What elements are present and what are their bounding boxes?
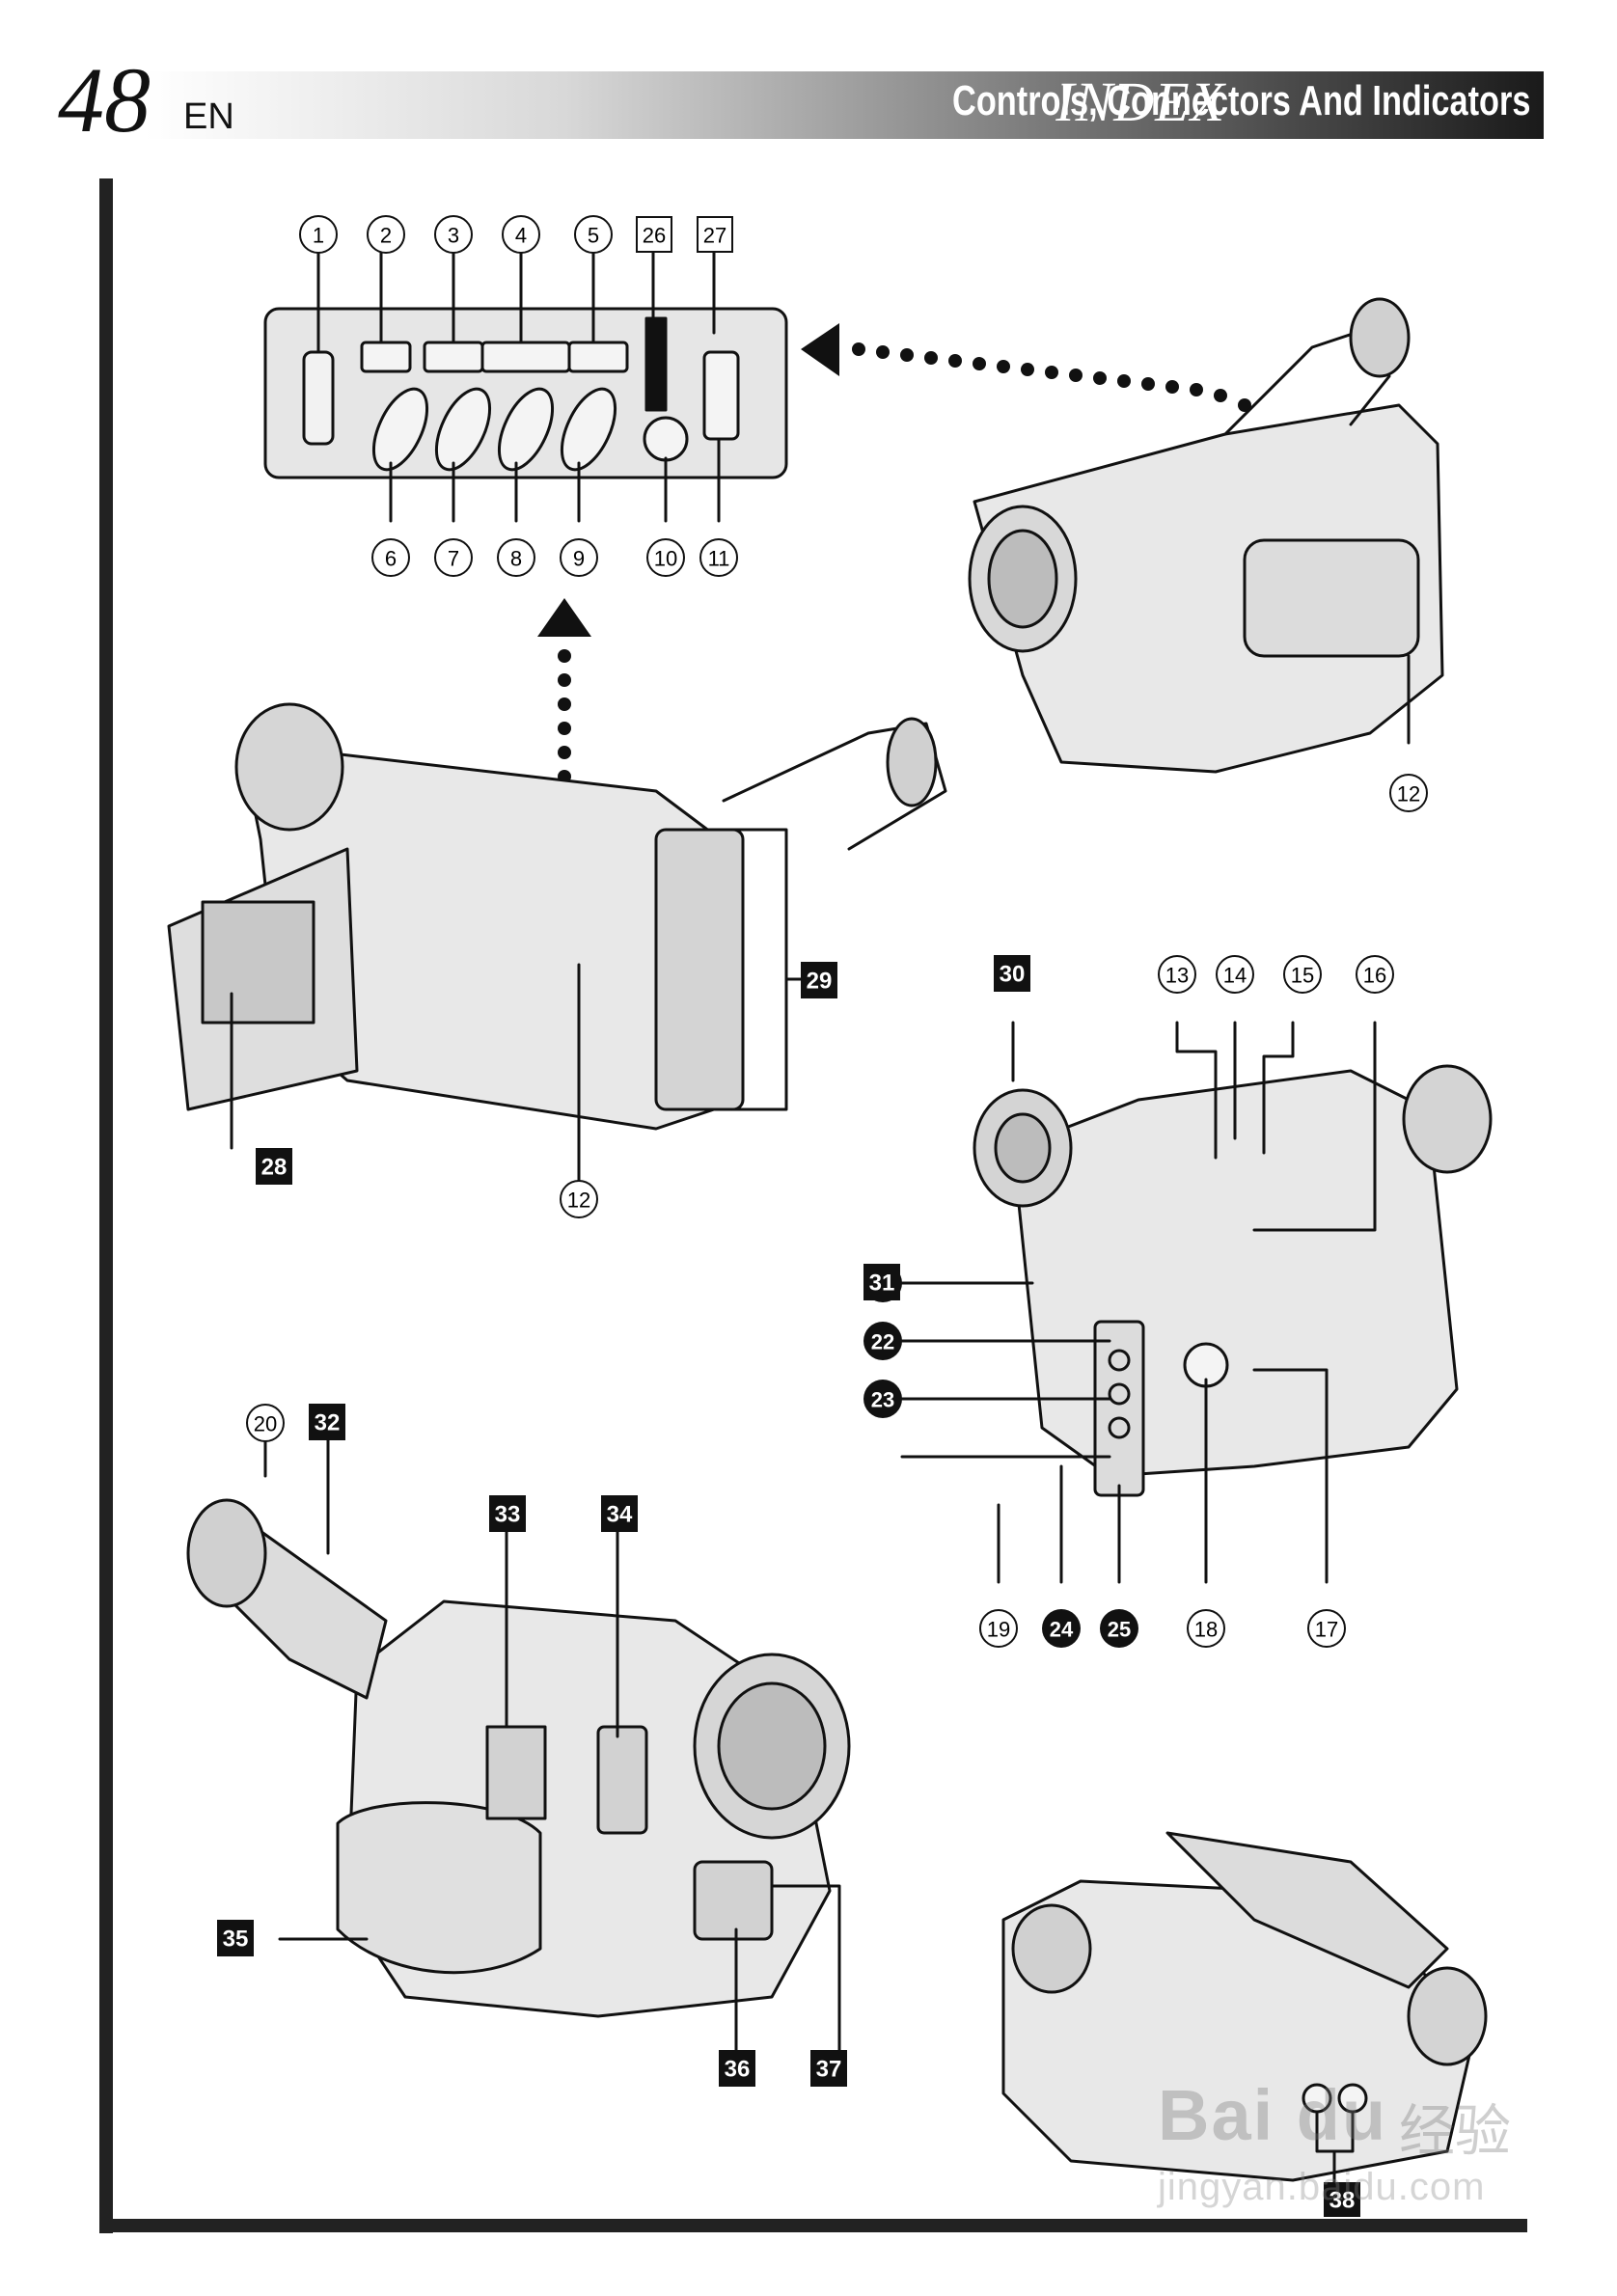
callout-3: 3 xyxy=(434,215,473,254)
callout-27: 27 xyxy=(697,216,733,253)
callout-35: 35 xyxy=(217,1920,254,1956)
svg-text:5: 5 xyxy=(588,224,599,248)
svg-text:31: 31 xyxy=(869,1271,895,1297)
callout-7: 7 xyxy=(434,538,473,577)
callout-13: 13 xyxy=(1158,955,1196,994)
svg-text:26: 26 xyxy=(643,224,666,248)
svg-text:3: 3 xyxy=(448,224,459,248)
camcorder-view-front xyxy=(186,1407,851,2052)
svg-text:7: 7 xyxy=(448,547,459,571)
callout-12-middle: 12 xyxy=(560,1180,598,1218)
svg-text:10: 10 xyxy=(654,547,677,571)
callout-28: 28 xyxy=(256,1148,292,1185)
svg-text:35: 35 xyxy=(223,1927,249,1953)
callout-15: 15 xyxy=(1283,955,1322,994)
callout-31: 31 xyxy=(863,1264,900,1300)
callout-2: 2 xyxy=(367,215,405,254)
svg-text:23: 23 xyxy=(871,1388,894,1412)
callout-22: 22 xyxy=(863,1322,902,1360)
watermark-brand: Bai du xyxy=(1158,2075,1388,2155)
callout-20: 20 xyxy=(246,1404,285,1442)
svg-text:22: 22 xyxy=(871,1330,894,1354)
svg-text:2: 2 xyxy=(380,224,392,248)
svg-text:30: 30 xyxy=(1000,962,1026,988)
callout-12-top: 12 xyxy=(1389,774,1428,812)
callout-33: 33 xyxy=(489,1495,526,1532)
callout-8: 8 xyxy=(497,538,535,577)
dotted-arrow-down xyxy=(537,598,591,783)
baidu-watermark: Bai du 经验 jingyan.baidu.com xyxy=(1148,2074,1553,2219)
svg-text:14: 14 xyxy=(1223,964,1247,988)
svg-text:29: 29 xyxy=(807,969,833,995)
watermark-brand-cn: 经验 xyxy=(1399,2100,1512,2163)
svg-text:13: 13 xyxy=(1165,964,1189,988)
callout-10: 10 xyxy=(646,538,685,577)
callout-1: 1 xyxy=(299,215,338,254)
page-header: 48 EN INDEX Controls, Connectors And Ind… xyxy=(58,52,1544,154)
callout-30: 30 xyxy=(994,955,1030,992)
callout-34: 34 xyxy=(601,1495,638,1532)
svg-text:9: 9 xyxy=(573,547,585,571)
svg-text:4: 4 xyxy=(515,224,527,248)
svg-text:12: 12 xyxy=(567,1189,590,1213)
svg-text:36: 36 xyxy=(725,2057,751,2083)
callout-38: 38 xyxy=(1324,2182,1360,2217)
header-band xyxy=(145,71,1544,139)
svg-text:33: 33 xyxy=(495,1502,521,1528)
callout-37: 37 xyxy=(810,2050,847,2087)
camcorder-view-underside xyxy=(1001,1831,1488,2187)
frame-left-rule xyxy=(99,178,113,2233)
callout-16: 16 xyxy=(1356,955,1394,994)
callout-36: 36 xyxy=(719,2050,755,2087)
svg-text:24: 24 xyxy=(1050,1618,1074,1642)
callout-17: 17 xyxy=(1307,1609,1346,1648)
svg-text:8: 8 xyxy=(510,547,522,571)
section-label: INDEX xyxy=(1055,70,1225,133)
callout-11: 11 xyxy=(699,538,738,577)
svg-text:28: 28 xyxy=(261,1155,288,1181)
svg-text:15: 15 xyxy=(1291,964,1314,988)
callout-24: 24 xyxy=(1042,1609,1081,1648)
svg-text:6: 6 xyxy=(385,547,397,571)
camcorder-diagram: 1 2 3 4 5 6 7 8 9 10 11 12 12 13 14 15 1… xyxy=(167,215,1493,2217)
svg-text:17: 17 xyxy=(1315,1618,1338,1642)
camcorder-view-rear xyxy=(900,1021,1493,1584)
svg-text:37: 37 xyxy=(816,2057,842,2083)
svg-text:34: 34 xyxy=(607,1502,633,1528)
callout-14: 14 xyxy=(1216,955,1254,994)
svg-text:11: 11 xyxy=(708,547,730,571)
svg-text:19: 19 xyxy=(987,1618,1010,1642)
svg-text:18: 18 xyxy=(1194,1618,1218,1642)
callout-6: 6 xyxy=(371,538,410,577)
camcorder-view-lcd-open xyxy=(167,702,947,1198)
frame-bottom-rule xyxy=(99,2219,1527,2232)
callout-19: 19 xyxy=(979,1609,1018,1648)
svg-text:1: 1 xyxy=(313,224,324,248)
page-number: 48 xyxy=(58,48,151,151)
svg-text:12: 12 xyxy=(1397,782,1420,806)
svg-text:27: 27 xyxy=(703,224,726,248)
callout-23: 23 xyxy=(863,1380,902,1418)
control-panel-illustration xyxy=(263,239,788,523)
callout-18: 18 xyxy=(1187,1609,1225,1648)
callout-29: 29 xyxy=(801,962,837,998)
svg-text:38: 38 xyxy=(1329,2188,1356,2214)
dotted-arrow-right xyxy=(801,323,1251,412)
callout-4: 4 xyxy=(502,215,540,254)
camcorder-view-top-right xyxy=(968,297,1444,774)
callout-9: 9 xyxy=(560,538,598,577)
page-language: EN xyxy=(183,96,234,137)
callout-32: 32 xyxy=(309,1404,345,1440)
callout-26: 26 xyxy=(636,216,672,253)
svg-text:16: 16 xyxy=(1363,964,1386,988)
page-title: Controls, Connectors And Indicators xyxy=(951,77,1530,124)
watermark-url: jingyan.baidu.com xyxy=(1158,2166,1486,2208)
svg-text:32: 32 xyxy=(315,1410,341,1436)
svg-text:25: 25 xyxy=(1108,1618,1131,1642)
svg-text:20: 20 xyxy=(254,1412,277,1436)
callout-25: 25 xyxy=(1100,1609,1138,1648)
callout-5: 5 xyxy=(574,215,613,254)
